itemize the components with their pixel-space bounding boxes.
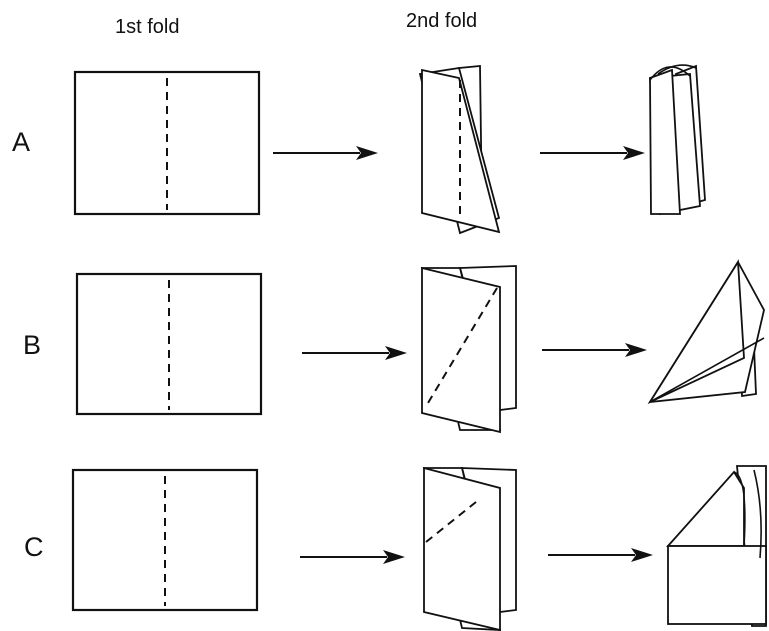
row-b-result [647,259,765,405]
row-a: A [12,64,706,235]
row-b-folded-booklet [420,265,517,434]
row-label-b: B [23,330,41,360]
row-label-c: C [24,532,44,562]
row-b-result-cone-front [647,259,745,405]
row-c-result-folded-flap [665,470,745,547]
row-b: B [23,259,765,434]
row-b-arrow-1-head [385,346,407,360]
row-a-arrow-1 [273,146,378,160]
row-a-result-curl [649,66,691,81]
row-a-result-curl-2 [657,64,697,75]
row-b-booklet-front-page [421,266,501,434]
row-c-result [665,465,767,627]
row-a-result [649,64,706,216]
row-c-result-curl-2 [753,469,762,559]
header-first-fold: 1st fold [115,16,179,38]
row-b-result-edge [649,337,765,403]
row-c-second-fold-line [425,501,477,543]
row-a-arrow-1-head [356,146,378,160]
row-c-booklet-front-page [423,466,501,631]
row-b-arrow-2 [542,343,647,357]
row-c-arrow-2-head [631,548,653,562]
row-c: C [24,465,767,631]
row-a-folded-booklet [418,65,501,235]
row-c-sheet [71,468,259,612]
row-c-result-body [667,545,767,625]
row-label-a: A [12,127,30,157]
row-a-arrow-2 [540,146,645,160]
row-c-arrow-1-head [383,550,405,564]
row-b-arrow-2-head [625,343,647,357]
row-a-result-front-leaf [649,68,681,215]
row-c-arrow-2 [548,548,653,562]
row-a-sheet [73,70,261,216]
row-b-arrow-1 [302,346,407,360]
row-b-second-fold-line [424,287,498,409]
row-c-result-curl [733,471,746,547]
row-c-arrow-1 [300,550,405,564]
header-second-fold: 2nd fold [406,10,477,32]
row-a-arrow-2-head [623,146,645,160]
row-b-sheet [75,272,263,416]
row-c-folded-booklet [422,466,517,631]
